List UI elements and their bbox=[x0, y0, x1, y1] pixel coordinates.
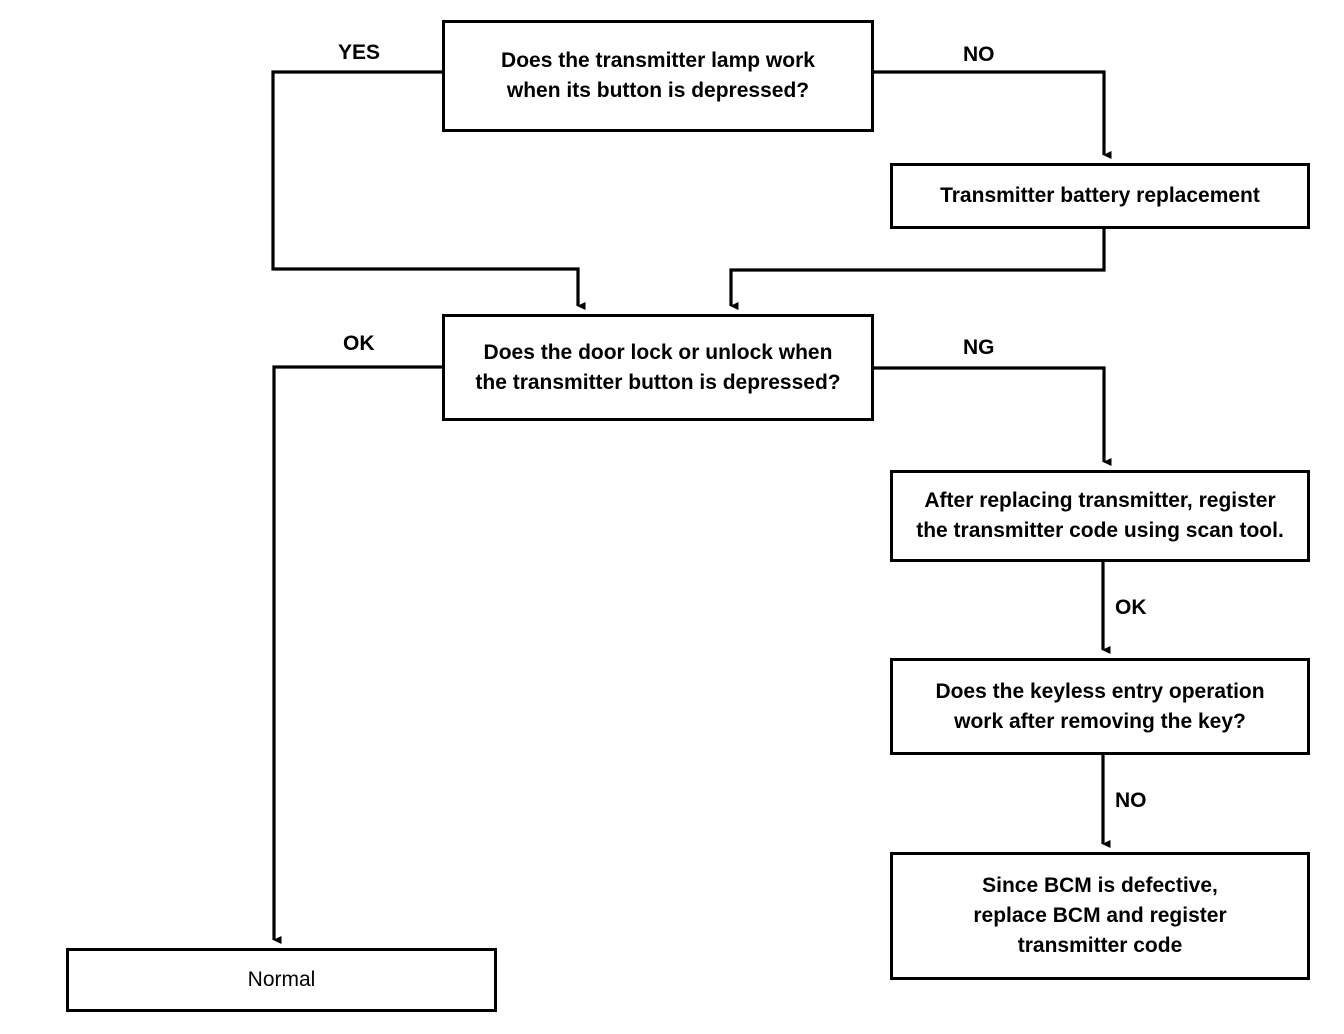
connector-lamp-yes bbox=[271, 70, 586, 310]
node-battery-label: Transmitter battery replacement bbox=[940, 184, 1260, 208]
node-bcm-label: Since BCM is defective, replace BCM and … bbox=[973, 874, 1227, 957]
node-question-door-lock-unlock[interactable]: Does the door lock or unlock when the tr… bbox=[442, 314, 874, 421]
node-q-lamp-label: Does the transmitter lamp work when its … bbox=[501, 49, 815, 102]
connector-doorlock-ok bbox=[272, 365, 442, 944]
edge-label-ng-doorlock: NG bbox=[963, 336, 995, 359]
node-question-transmitter-lamp[interactable]: Does the transmitter lamp work when its … bbox=[442, 20, 874, 132]
edge-label-yes-lamp: YES bbox=[338, 41, 381, 64]
node-q-keyless-label: Does the keyless entry operation work af… bbox=[935, 679, 1265, 733]
node-normal[interactable]: Normal bbox=[66, 948, 497, 1012]
edge-label-ok-register: OK bbox=[1115, 596, 1147, 619]
node-normal-label: Normal bbox=[247, 968, 316, 992]
connector-doorlock-ng bbox=[874, 366, 1112, 466]
node-transmitter-battery-replacement[interactable]: Transmitter battery replacement bbox=[890, 163, 1310, 229]
connector-battery-to-doorlock bbox=[729, 229, 1106, 310]
node-bcm-defective-replace[interactable]: Since BCM is defective, replace BCM and … bbox=[890, 852, 1310, 980]
connector-lamp-no bbox=[874, 70, 1112, 159]
node-q-doorlock-label: Does the door lock or unlock when the tr… bbox=[475, 340, 841, 394]
edge-label-ok-doorlock: OK bbox=[343, 332, 375, 355]
edge-label-no-keyless: NO bbox=[1115, 789, 1147, 812]
node-question-keyless-entry-operation[interactable]: Does the keyless entry operation work af… bbox=[890, 658, 1310, 755]
edge-label-no-lamp: NO bbox=[963, 43, 995, 66]
node-replace-transmitter-register-code[interactable]: After replacing transmitter, register th… bbox=[890, 470, 1310, 562]
node-replace-register-label: After replacing transmitter, register th… bbox=[916, 489, 1284, 542]
